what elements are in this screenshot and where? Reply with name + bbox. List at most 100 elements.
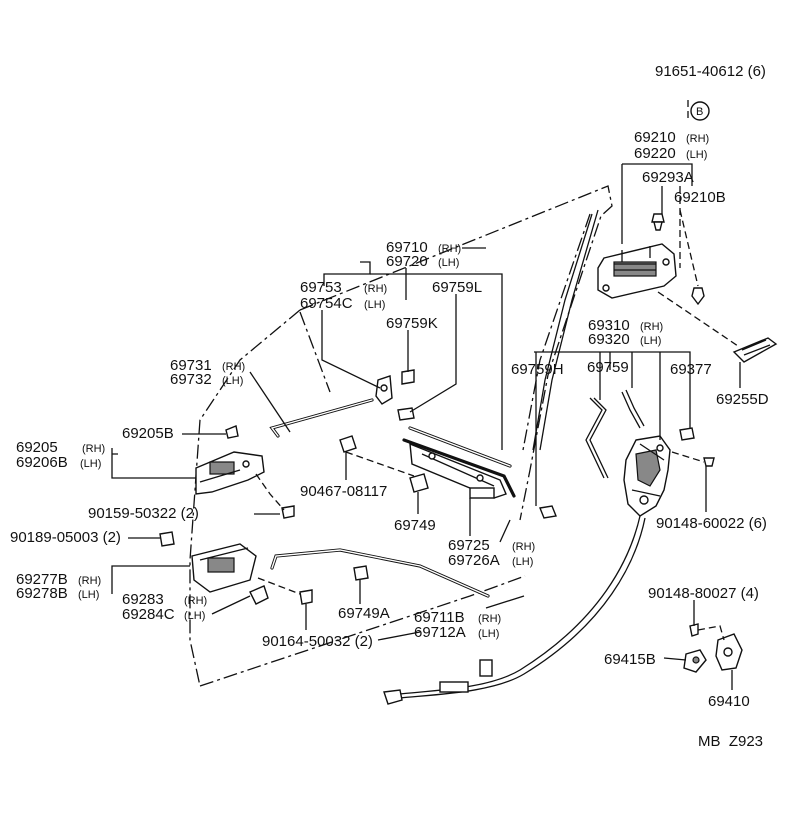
clip-69759K [401,369,415,385]
circle-b-label: B [696,106,703,118]
control-link-bracket-69725 [409,442,507,499]
label-91651-40612: 91651-40612 (6) [655,63,766,80]
label-69726A-suffix: (LH) [512,556,533,568]
label-69725-suffix: (RH) [512,541,535,553]
label-69293A: 69293A [642,169,694,186]
label-69410: 69410 [708,693,750,710]
label-69210B: 69210B [674,189,726,206]
label-69754C-suffix: (LH) [364,299,385,311]
label-69749A: 69749A [338,605,390,622]
label-69210-suffix: (RH) [686,133,709,145]
label-90467-08117: 90467-08117 [300,483,387,500]
label-69210: 69210 [634,129,676,146]
label-69320-suffix: (LH) [640,335,661,347]
label-90164-50032: 90164-50032 (2) [262,633,373,650]
label-90148-60022: 90148-60022 (6) [656,515,767,532]
label-69320: 69320 [588,331,630,348]
label-69220-suffix: (LH) [686,149,707,161]
bezel-screw-leader [257,577,301,595]
lock-screw-leader [671,451,705,463]
label-69720-suffix: (LH) [438,257,459,269]
inside-handle-rod-69711B [270,548,490,598]
callout-labels: 91651-40612 (6) 69210 (RH) 69220 (LH) 69… [10,63,769,750]
label-69720: 69720 [386,253,428,270]
window-run-channel [532,209,599,451]
label-69732-suffix: (LH) [222,375,243,387]
clip-69749 [409,473,429,493]
label-69206B: 69206B [16,454,68,471]
label-69310-suffix: (RH) [640,321,663,333]
door-frame-outline [189,185,613,687]
screw-90148-80027 [689,623,699,637]
label-69310: 69310 [588,317,630,334]
label-90189-05003: 90189-05003 (2) [10,529,121,546]
label-69284C-suffix: (LH) [184,610,205,622]
cover-69255D [732,337,778,363]
label-69759K: 69759K [386,315,438,332]
label-69415B: 69415B [604,651,656,668]
outside-handle-69210 [597,243,677,299]
lock-rods-69759 [585,389,645,479]
clip-leader [345,451,415,477]
grommet-69759H [539,505,557,519]
label-69205B: 69205B [122,425,174,442]
label-69255D: 69255D [716,391,769,408]
striker-shim-69415B [683,649,707,673]
label-69726A: 69726A [448,552,500,569]
label-69277B-suffix: (RH) [78,575,101,587]
lock-rod-69710 [402,426,516,498]
label-69377: 69377 [670,361,712,378]
label-69710-suffix: (RH) [438,243,461,255]
clip-69749A [353,565,369,581]
label-69220: 69220 [634,145,676,162]
door-lock-69310 [623,435,671,517]
label-69759: 69759 [587,359,629,376]
clip-90467-08117 [339,435,357,453]
screw-90148-60022 [703,457,715,467]
label-69712A-suffix: (LH) [478,628,499,640]
label-69278B: 69278B [16,585,68,602]
striker-69410 [715,633,743,671]
clip-69753 [375,375,393,405]
label-69731: 69731 [170,357,212,374]
handle-dashed-leaders [657,100,739,347]
label-69711B-suffix: (RH) [478,613,501,625]
leader-lines [111,163,741,690]
label-69732: 69732 [170,371,212,388]
striker-leader [697,625,725,641]
label-69283: 69283 [122,591,164,608]
cover-69283 [249,585,269,605]
pin-69210B [691,287,705,306]
label-69759L: 69759L [432,279,482,296]
label-69754C: 69754C [300,295,353,312]
inside-handle-screw-leader [255,473,285,511]
label-69284C: 69284C [122,606,175,623]
label-90159-50322: 90159-50322 (2) [88,505,199,522]
label-90148-80027: 90148-80027 (4) [648,585,759,602]
inside-lock-rod-69731 [269,398,374,438]
diagram-code: MB Z923 [698,733,763,750]
label-69205: 69205 [16,439,58,456]
pin-69205B [225,425,239,439]
inside-handle-69205 [195,451,265,495]
clip-90189-05003 [159,531,175,547]
clip-69377 [679,427,695,441]
label-69206B-suffix: (LH) [80,458,101,470]
label-69277B: 69277B [16,571,68,588]
label-69753-suffix: (RH) [364,283,387,295]
label-69725: 69725 [448,537,490,554]
label-69731-suffix: (RH) [222,361,245,373]
label-69749: 69749 [394,517,436,534]
label-69759H: 69759H [511,361,564,378]
clip-69759L [397,407,415,421]
screw-90159-50322 [281,505,295,519]
label-69283-suffix: (RH) [184,595,207,607]
circle-b-marker: B [690,101,710,121]
screw-90164-50032 [299,589,313,605]
label-69753: 69753 [300,279,342,296]
label-69711B: 69711B [414,609,465,626]
label-69205-suffix: (RH) [82,443,105,455]
handle-bezel-69277B [191,543,257,593]
